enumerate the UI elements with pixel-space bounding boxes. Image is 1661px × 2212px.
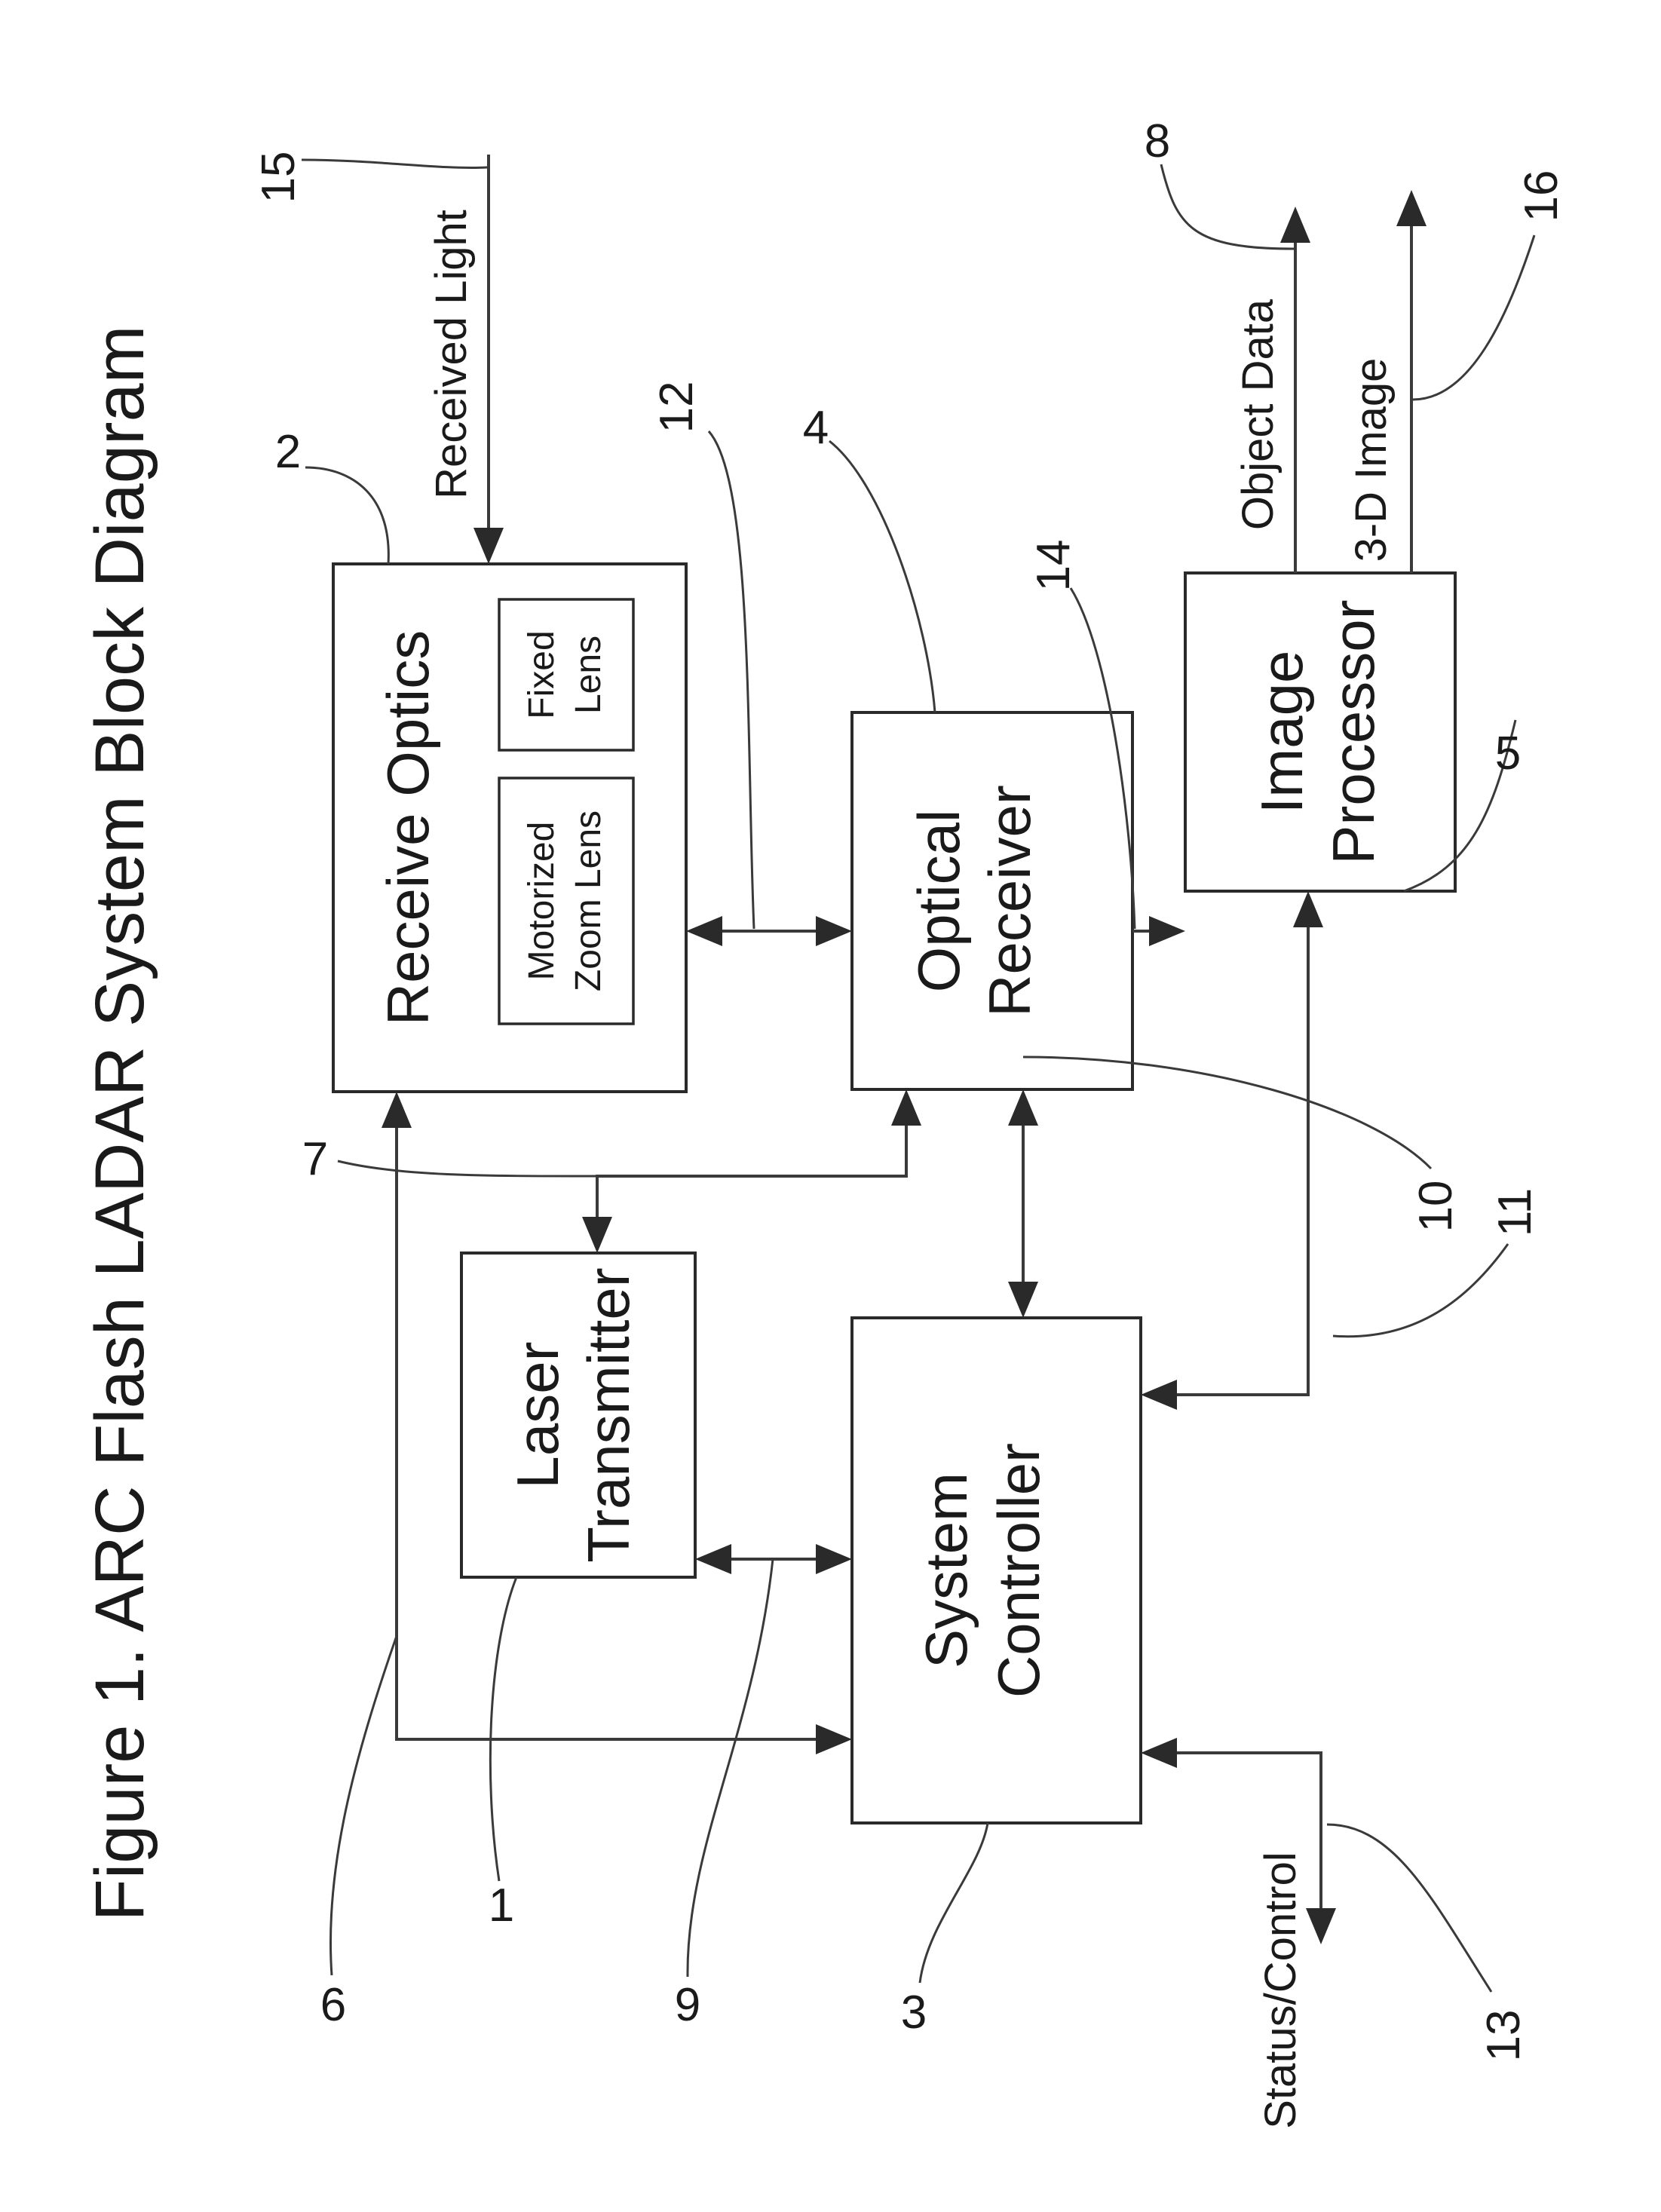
fixed-lens-line2: Lens xyxy=(568,636,608,714)
ref-10: 10 xyxy=(1410,1181,1462,1233)
leader-ref-12 xyxy=(709,431,754,929)
ref-2: 2 xyxy=(275,426,301,478)
ref-1: 1 xyxy=(489,1880,514,1932)
ref-3: 3 xyxy=(901,1987,927,2039)
leader-ref-13 xyxy=(1327,1824,1491,1992)
optical-receiver-line2: Receiver xyxy=(976,785,1043,1017)
receiver-transmitter-link xyxy=(597,1094,906,1248)
controller-processor-link xyxy=(1145,896,1308,1395)
optical-receiver-line1: Optical xyxy=(906,810,972,993)
leader-ref-6 xyxy=(330,1636,397,1975)
ref-14: 14 xyxy=(1028,540,1080,592)
three-d-image-label: 3-D Image xyxy=(1347,358,1396,562)
laser-transmitter-block: Laser Transmitter xyxy=(461,1253,695,1577)
system-controller-line1: System xyxy=(913,1472,979,1668)
ref-5: 5 xyxy=(1495,728,1521,780)
ref-9: 9 xyxy=(675,1979,700,2031)
ref-13: 13 xyxy=(1478,2010,1530,2062)
system-controller-line2: Controller xyxy=(985,1443,1052,1698)
leader-ref-11 xyxy=(1333,1244,1508,1337)
status-control-label: Status/Control xyxy=(1256,1852,1305,2129)
ref-15: 15 xyxy=(253,152,305,204)
optical-receiver-block: Optical Receiver xyxy=(852,712,1132,1089)
leader-ref-7 xyxy=(338,1161,596,1176)
leader-ref-15 xyxy=(302,160,487,167)
motorized-zoom-lens-line2: Zoom Lens xyxy=(568,810,608,991)
leader-ref-16 xyxy=(1413,235,1534,400)
receive-optics-block: Receive Optics Motorized Zoom Lens Fixed… xyxy=(333,564,686,1092)
motorized-zoom-lens-line1: Motorized xyxy=(522,822,562,981)
ref-4: 4 xyxy=(803,402,829,454)
ref-16: 16 xyxy=(1515,170,1568,222)
fixed-lens-line1: Fixed xyxy=(522,630,562,718)
ref-7: 7 xyxy=(302,1133,328,1185)
fixed-lens-block: Fixed Lens xyxy=(499,599,633,750)
object-data-label: Object Data xyxy=(1233,299,1283,530)
leader-ref-1 xyxy=(490,1577,516,1881)
system-controller-block: System Controller xyxy=(852,1318,1141,1823)
image-processor-line1: Image xyxy=(1249,651,1315,814)
leader-ref-4 xyxy=(829,441,935,712)
leader-ref-9 xyxy=(688,1559,773,1977)
laser-transmitter-line1: Laser xyxy=(504,1341,571,1488)
motorized-zoom-lens-block: Motorized Zoom Lens xyxy=(499,778,633,1024)
ref-11: 11 xyxy=(1489,1188,1541,1236)
ref-12: 12 xyxy=(651,381,703,434)
leader-ref-3 xyxy=(920,1823,988,1983)
image-processor-line2: Processor xyxy=(1320,599,1387,864)
leader-ref-8 xyxy=(1161,164,1294,249)
receive-optics-label: Receive Optics xyxy=(375,630,441,1026)
image-processor-block: Image Processor xyxy=(1185,573,1455,891)
ref-6: 6 xyxy=(320,1979,346,2031)
ref-8: 8 xyxy=(1145,115,1170,167)
received-light-label: Received Light xyxy=(427,210,476,499)
laser-transmitter-line2: Transmitter xyxy=(575,1267,642,1563)
figure-title: Figure 1. ARC Flash LADAR System Block D… xyxy=(81,326,158,1922)
leader-ref-2 xyxy=(305,467,388,564)
